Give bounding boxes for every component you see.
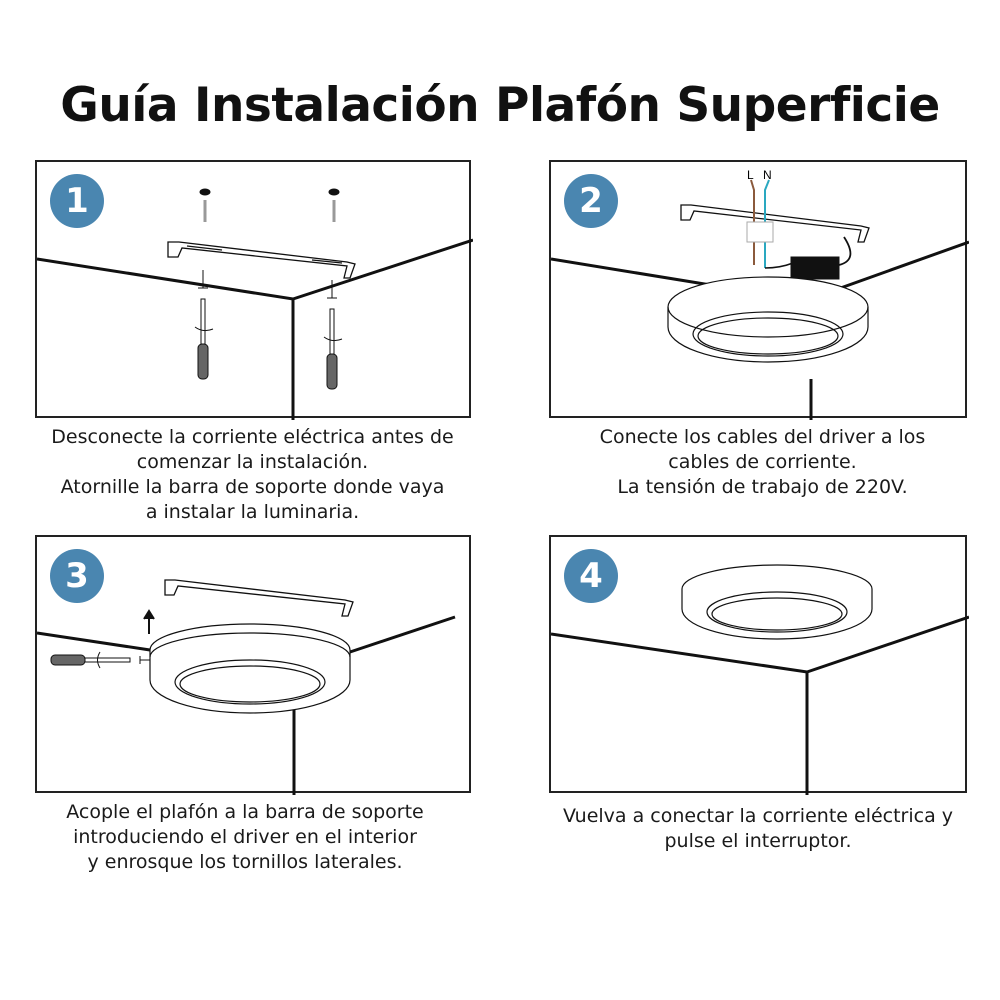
- wire-label-l: L: [747, 168, 754, 182]
- ceiling-light-icon: [667, 276, 869, 363]
- instruction-line: introduciendo el driver en el interior: [73, 826, 417, 848]
- mounting-drawing: [37, 579, 456, 795]
- instruction-line: Desconecte la corriente eléctrica antes …: [51, 426, 454, 448]
- instruction-line: Conecte los cables del driver a los: [599, 426, 926, 448]
- step-2-illustration: L N 2: [549, 160, 969, 420]
- support-bar-icon: [680, 204, 870, 243]
- terminal-block-icon: [746, 221, 774, 243]
- support-bar-icon: [167, 241, 356, 279]
- step-number-badge: 3: [50, 549, 104, 603]
- instruction-line: cables de corriente.: [668, 451, 857, 473]
- support-bar-icon: [164, 579, 354, 617]
- wall-plug-icon: [328, 188, 340, 222]
- step-number-badge: 1: [50, 174, 104, 228]
- screwdriver-icon: [50, 651, 131, 669]
- installed-light-drawing: [551, 564, 969, 795]
- step-number-badge: 4: [564, 549, 618, 603]
- arrow-up-icon: [143, 609, 155, 634]
- step-4-instructions: Vuelva a conectar la corriente eléctrica…: [500, 804, 1000, 854]
- instruction-line: pulse el interruptor.: [664, 830, 852, 852]
- ceiling-light-icon: [149, 623, 351, 714]
- step-4-illustration: 4: [549, 535, 969, 795]
- instruction-line: La tensión de trabajo de 220V.: [617, 476, 908, 498]
- screw-icon: [327, 280, 337, 299]
- step-3-illustration: 3: [35, 535, 471, 795]
- instruction-line: Acople el plafón a la barra de soporte: [66, 801, 424, 823]
- wall-plug-icon: [199, 188, 211, 222]
- screwdriver-icon: [323, 308, 343, 390]
- wiring-drawing: L N: [551, 168, 969, 420]
- step-3-instructions: Acople el plafón a la barra de soporte i…: [0, 800, 490, 875]
- screw-icon: [198, 270, 208, 289]
- ceiling-light-icon: [681, 564, 873, 640]
- instruction-line: Atornille la barra de soporte donde vaya: [60, 476, 445, 498]
- instruction-line: y enrosque los tornillos laterales.: [87, 851, 403, 873]
- instruction-line: Vuelva a conectar la corriente eléctrica…: [562, 805, 954, 827]
- wire-label-n: N: [763, 168, 772, 182]
- screwdriver-icon: [194, 298, 214, 380]
- step-2-instructions: Conecte los cables del driver a los cabl…: [505, 425, 1000, 500]
- instruction-line: comenzar la instalación.: [136, 451, 369, 473]
- step-1-illustration: 1: [35, 160, 473, 420]
- instruction-line: a instalar la luminaria.: [145, 501, 360, 523]
- ceiling-bracket-drawing: [37, 188, 473, 420]
- step-1-instructions: Desconecte la corriente eléctrica antes …: [0, 425, 505, 525]
- step-number-badge: 2: [564, 174, 618, 228]
- page-title: Guía Instalación Plafón Superficie: [60, 78, 940, 133]
- driver-icon: [790, 256, 840, 280]
